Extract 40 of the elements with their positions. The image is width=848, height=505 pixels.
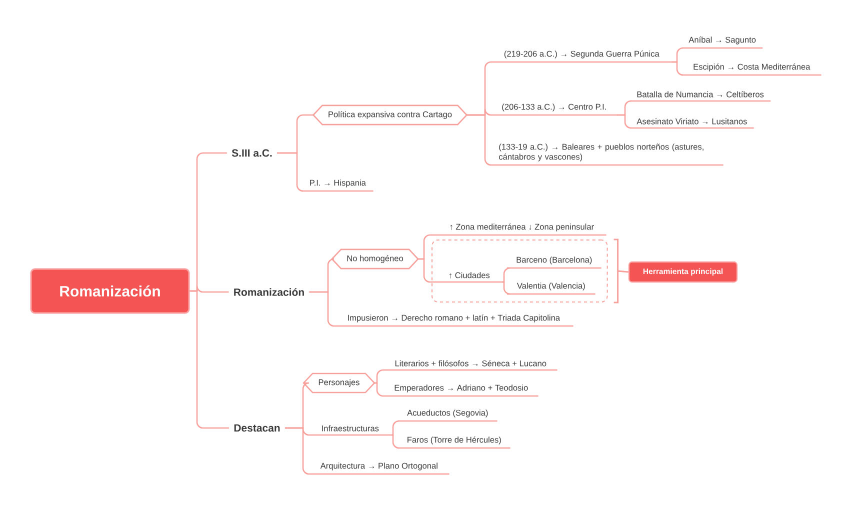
topic-text: Aníbal → Sagunto [682, 36, 763, 49]
connector [285, 427, 310, 475]
topic-text: Infraestructuras [309, 425, 392, 436]
topic-text: (206-133 a.C.) → Centro P.I. [492, 104, 616, 116]
topic-text: Impusieron → Derecho romano + latín + Triada Capitolina [334, 314, 574, 327]
connector [374, 382, 384, 397]
topic-text: Valentia (Valencia) [507, 282, 596, 295]
boundary-box [432, 239, 608, 302]
topic-text: Arquitectura → Plano Ortogonal [309, 462, 450, 475]
connector [391, 434, 400, 449]
topic-text: ↑ Ciudades [437, 272, 502, 283]
branch-topic: Destacan [234, 424, 280, 432]
connector [466, 114, 492, 166]
topic-text: (133-19 a.C.) → Baleares + pueblos norteños (astures, cántabros y vascones) [492, 144, 724, 166]
branch-topic: S.III a.C. [232, 149, 272, 157]
central-topic-box: Romanización [30, 268, 190, 314]
connector [374, 369, 384, 384]
topic-text: (219-206 a.C.) → Segunda Guerra Púnica [492, 50, 672, 63]
topic-text: Literarios + filósofos → Séneca + Lucano [384, 360, 558, 371]
subtopic-hexagon: No homogéneo [331, 248, 419, 270]
subtopic-hexagon: Personajes [302, 372, 376, 394]
connector [391, 420, 400, 436]
bracket [613, 238, 630, 304]
topic-text: Faros (Torre de Hércules) [398, 436, 510, 449]
connector [277, 152, 304, 192]
topic-text: Acueductos (Segovia) [398, 410, 498, 422]
topic-text: ↑ Zona mediterránea ↓ Zona peninsular [437, 224, 606, 236]
connector [190, 290, 230, 429]
connector [309, 291, 334, 327]
topic-text: Escipión → Costa Mediterránea [682, 64, 822, 76]
topic-text: Emperadores → Adriano + Teodosio [384, 384, 538, 397]
topic-text: Asesinato Viriato → Lusitanos [630, 118, 754, 129]
connector [501, 281, 511, 295]
topic-text: P.I. → Hispania [302, 180, 374, 192]
topic-text: Barceno (Barcelona) [507, 256, 602, 269]
connector [501, 267, 511, 283]
topic-text: Batalla de Numancia → Celtíberos [630, 91, 771, 102]
connector [671, 61, 684, 76]
branch-topic: Romanización [234, 288, 304, 296]
connector [616, 114, 632, 129]
